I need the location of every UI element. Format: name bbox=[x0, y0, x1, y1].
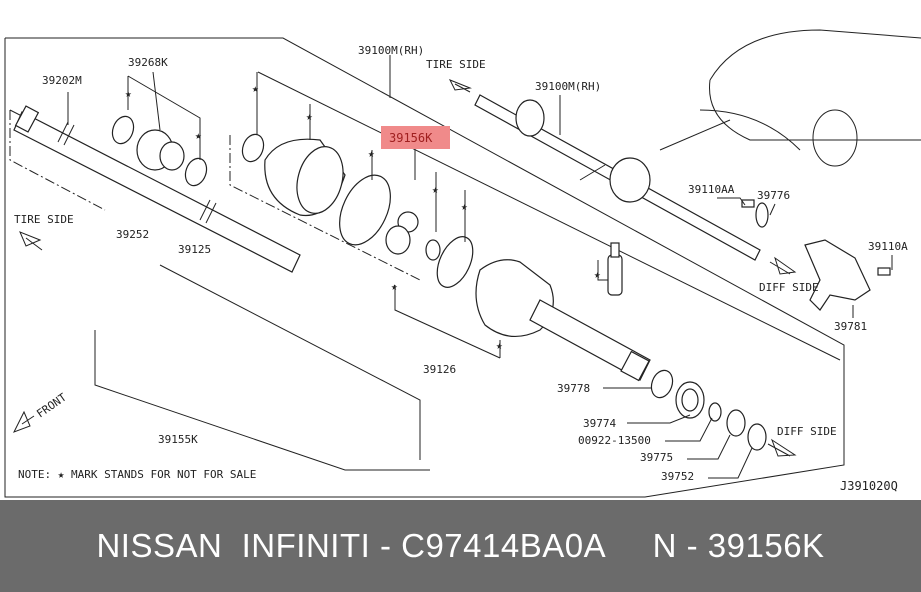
label-39778[interactable]: 39778 bbox=[557, 382, 590, 395]
tire-side-left-label: TIRE SIDE bbox=[14, 213, 74, 226]
label-39126[interactable]: 39126 bbox=[423, 363, 456, 376]
svg-text:★: ★ bbox=[195, 129, 202, 142]
joint-39126 bbox=[475, 259, 651, 382]
label-39202m[interactable]: 39202M bbox=[42, 74, 82, 87]
part-number-banner: NISSAN INFINITI - C97414BA0A N - 39156K bbox=[0, 500, 921, 592]
label-39110aa[interactable]: 39110AA bbox=[688, 183, 735, 196]
label-39100m-rh[interactable]: 39100M(RH) bbox=[358, 44, 424, 57]
note-text: NOTE: ★ MARK STANDS FOR NOT FOR SALE bbox=[18, 468, 256, 481]
label-39781[interactable]: 39781 bbox=[834, 320, 867, 333]
assembly-frame bbox=[4, 37, 845, 498]
arrow-front-icon bbox=[12, 410, 35, 433]
label-39268k[interactable]: 39268K bbox=[128, 56, 168, 69]
arrow-diff-side-upper-icon bbox=[769, 256, 797, 275]
svg-text:★: ★ bbox=[432, 183, 439, 196]
boot-39156k-parts bbox=[241, 133, 474, 288]
svg-text:★: ★ bbox=[496, 339, 503, 352]
label-00922-13500[interactable]: 00922-13500 bbox=[578, 434, 651, 447]
parts-diagram: ★ ★ ★ ★ ★ ★ ★ 39156K ★ ★ ★ bbox=[4, 29, 921, 498]
diff-side-lower-label: DIFF SIDE bbox=[777, 425, 837, 438]
grease-tube bbox=[607, 242, 623, 296]
svg-text:★: ★ bbox=[368, 147, 375, 160]
diff-side-upper-label: DIFF SIDE bbox=[759, 281, 819, 294]
label-39156k[interactable]: 39156K bbox=[389, 131, 433, 145]
svg-text:★: ★ bbox=[594, 268, 601, 281]
label-39125[interactable]: 39125 bbox=[178, 243, 211, 256]
driveshaft-39100m bbox=[474, 94, 761, 261]
label-39752[interactable]: 39752 bbox=[661, 470, 694, 483]
diagram-canvas: ★ ★ ★ ★ ★ ★ ★ 39156K ★ ★ ★ bbox=[4, 29, 921, 498]
bracket-39781 bbox=[741, 199, 891, 311]
arrow-tire-side-left-icon bbox=[19, 231, 43, 251]
svg-text:★: ★ bbox=[306, 110, 313, 123]
svg-text:★: ★ bbox=[461, 200, 468, 213]
figure-code: J391020Q bbox=[840, 479, 898, 493]
label-39776[interactable]: 39776 bbox=[757, 189, 790, 202]
label-39110a[interactable]: 39110A bbox=[868, 240, 908, 253]
svg-text:★: ★ bbox=[125, 87, 132, 100]
highlight-box-39156k bbox=[381, 126, 450, 149]
label-39100m-rh-2[interactable]: 39100M(RH) bbox=[535, 80, 601, 93]
boot-kit-39268k bbox=[111, 115, 208, 187]
vehicle-outline bbox=[659, 29, 921, 167]
svg-text:★: ★ bbox=[391, 280, 398, 293]
label-39252[interactable]: 39252 bbox=[116, 228, 149, 241]
shaft-39202m bbox=[13, 105, 301, 273]
label-39775[interactable]: 39775 bbox=[640, 451, 673, 464]
banner-text: NISSAN INFINITI - C97414BA0A N - 39156K bbox=[96, 527, 825, 564]
arrow-diff-side-lower-icon bbox=[767, 438, 797, 457]
svg-text:★: ★ bbox=[252, 82, 259, 95]
label-39774[interactable]: 39774 bbox=[583, 417, 616, 430]
arrow-tire-side-top-icon bbox=[448, 79, 472, 93]
front-label: FRONT bbox=[34, 391, 69, 421]
tire-side-top-label: TIRE SIDE bbox=[426, 58, 486, 71]
label-39155k[interactable]: 39155K bbox=[158, 433, 198, 446]
